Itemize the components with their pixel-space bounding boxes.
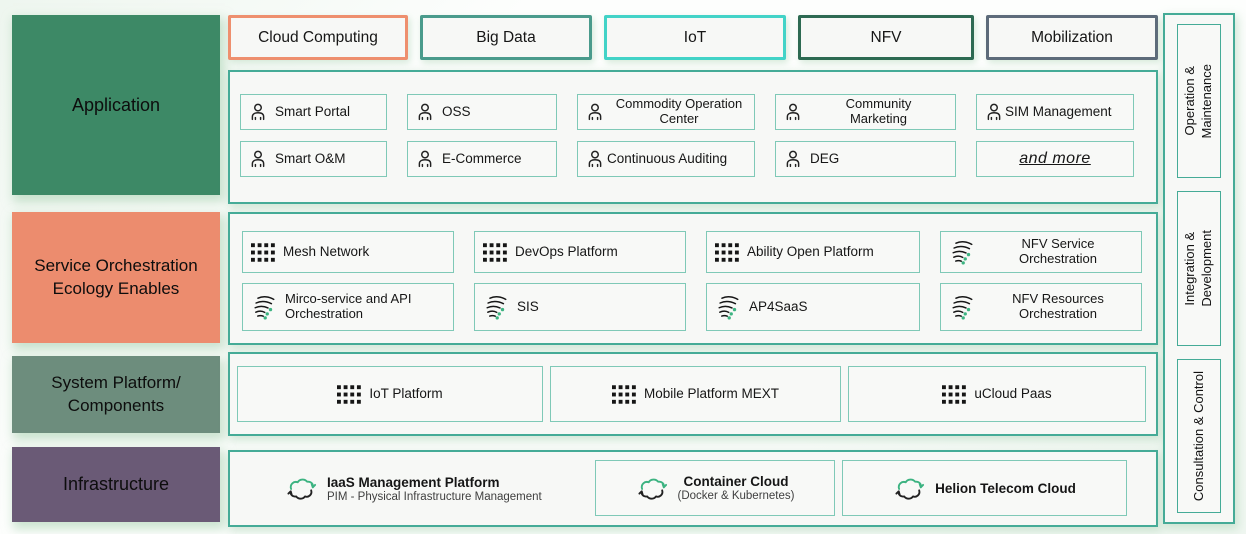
top-category-row: Cloud Computing Big Data IoT NFV Mobiliz…	[228, 15, 1158, 60]
app-item-label: DEG	[810, 151, 840, 167]
grid-icon	[483, 242, 507, 262]
sys-item-ucloud-paas: uCloud Paas	[848, 366, 1146, 422]
app-item-oss: OSS	[407, 94, 557, 130]
svc-item-nfv-service-orchestration: NFV Service Orchestration	[940, 231, 1142, 273]
infra-item-subtitle: (Docker & Kubernetes)	[677, 490, 795, 502]
svc-item-label: Mirco-service and API Orchestration	[285, 291, 412, 321]
svc-item-label: Ability Open Platform	[747, 244, 874, 260]
right-item-label: Integration & Development	[1182, 230, 1214, 307]
infra-item-title: Container Cloud	[683, 474, 789, 489]
infrastructure-panel: IaaS Management Platform PIM - Physical …	[228, 450, 1158, 527]
user-icon	[418, 103, 432, 121]
service-orchestration-panel: Mesh Network DevOps Platform Ability Ope…	[228, 212, 1158, 345]
infra-item-iaas-management-platform: IaaS Management Platform PIM - Physical …	[285, 475, 542, 503]
svc-item-devops-platform: DevOps Platform	[474, 231, 686, 273]
stream-icon	[952, 241, 973, 265]
app-item-ecommerce: E-Commerce	[407, 141, 557, 177]
right-item-label: Operation & Maintenance	[1182, 63, 1214, 139]
svc-item-nfv-resources-orchestration: NFV Resources Orchestration	[940, 283, 1142, 331]
right-services-column: Operation & Maintenance Integration & De…	[1163, 13, 1235, 524]
right-item-integration-development: Integration & Development	[1177, 191, 1221, 346]
application-panel: Smart Portal OSS Commodity Operation Cen…	[228, 70, 1158, 204]
svc-item-label: NFV Service Orchestration	[1018, 236, 1098, 266]
infra-item-container-cloud: Container Cloud (Docker & Kubernetes)	[595, 460, 835, 516]
app-item-continuous-auditing: Continuous Auditing	[577, 141, 755, 177]
user-icon	[418, 150, 432, 168]
grid-icon	[611, 384, 636, 404]
category-big-data: Big Data	[420, 15, 592, 60]
right-item-consultation-control: Consultation & Control	[1177, 358, 1221, 513]
svc-item-mesh-network: Mesh Network	[242, 231, 454, 273]
right-item-operation-maintenance: Operation & Maintenance	[1177, 24, 1221, 179]
app-item-label: OSS	[442, 104, 471, 120]
category-iot: IoT	[604, 15, 786, 60]
app-item-label: Commodity Operation Center	[615, 96, 743, 126]
svc-item-ability-open-platform: Ability Open Platform	[706, 231, 920, 273]
infra-item-title: Helion Telecom Cloud	[935, 480, 1076, 496]
category-cloud-computing: Cloud Computing	[228, 15, 408, 60]
user-icon	[251, 103, 265, 121]
svc-item-label: AP4SaaS	[749, 299, 808, 315]
row-label-infrastructure: Infrastructure	[12, 447, 220, 522]
user-icon	[786, 150, 800, 168]
row-label-system-platform: System Platform/ Components	[12, 356, 220, 433]
app-item-label: Smart O&M	[275, 151, 346, 167]
sys-item-label: Mobile Platform MEXT	[643, 386, 780, 402]
user-icon	[987, 103, 1001, 121]
app-item-label: SIM Management	[1005, 104, 1112, 120]
app-item-label: Continuous Auditing	[607, 151, 728, 167]
stream-icon	[486, 296, 507, 320]
sys-item-label: IoT Platform	[369, 386, 443, 402]
sys-item-iot-platform: IoT Platform	[237, 366, 543, 422]
app-item-and-more: and more	[976, 141, 1134, 177]
cloud-sync-icon	[895, 478, 925, 500]
user-icon	[588, 103, 602, 121]
grid-icon	[715, 242, 739, 262]
user-icon	[588, 150, 602, 168]
infra-item-helion-telecom-cloud: Helion Telecom Cloud	[842, 460, 1127, 516]
infra-item-title: IaaS Management Platform	[327, 474, 500, 490]
right-item-label: Consultation & Control	[1190, 370, 1206, 501]
app-item-commodity-operation-center: Commodity Operation Center	[577, 94, 755, 130]
app-item-community-marketing: Community Marketing	[775, 94, 956, 130]
svc-item-sis: SIS	[474, 283, 686, 331]
stream-icon	[718, 296, 739, 320]
app-item-label: and more	[1019, 149, 1091, 167]
stream-icon	[254, 296, 275, 320]
row-label-application: Application	[12, 15, 220, 195]
svc-item-label: SIS	[517, 299, 539, 315]
row-label-service-orchestration: Service Orchestration Ecology Enables	[12, 212, 220, 343]
grid-icon	[251, 242, 275, 262]
cloud-sync-icon	[287, 478, 317, 500]
app-item-label: Smart Portal	[275, 104, 351, 120]
app-item-sim-management: SIM Management	[976, 94, 1134, 130]
cloud-sync-icon	[637, 478, 667, 500]
user-icon	[786, 103, 800, 121]
system-platform-panel: IoT Platform Mobile Platform MEXT uCloud…	[228, 352, 1158, 436]
app-item-smart-portal: Smart Portal	[240, 94, 387, 130]
app-item-smart-oandm: Smart O&M	[240, 141, 387, 177]
app-item-label: E-Commerce	[442, 151, 522, 167]
category-nfv: NFV	[798, 15, 974, 60]
svc-item-microservice-api-orchestration: Mirco-service and API Orchestration	[242, 283, 454, 331]
svc-item-ap4saas: AP4SaaS	[706, 283, 920, 331]
grid-icon	[337, 384, 362, 404]
grid-icon	[942, 384, 967, 404]
svc-item-label: Mesh Network	[283, 244, 370, 260]
infra-item-subtitle: PIM - Physical Infrastructure Management	[327, 490, 542, 503]
stream-icon	[952, 296, 973, 320]
sys-item-label: uCloud Paas	[974, 386, 1052, 402]
app-item-label: Community Marketing	[845, 96, 912, 126]
svc-item-label: DevOps Platform	[515, 244, 618, 260]
svc-item-label: NFV Resources Orchestration	[1012, 291, 1104, 321]
sys-item-mobile-platform-mext: Mobile Platform MEXT	[550, 366, 841, 422]
app-item-deg: DEG	[775, 141, 956, 177]
user-icon	[251, 150, 265, 168]
category-mobilization: Mobilization	[986, 15, 1158, 60]
